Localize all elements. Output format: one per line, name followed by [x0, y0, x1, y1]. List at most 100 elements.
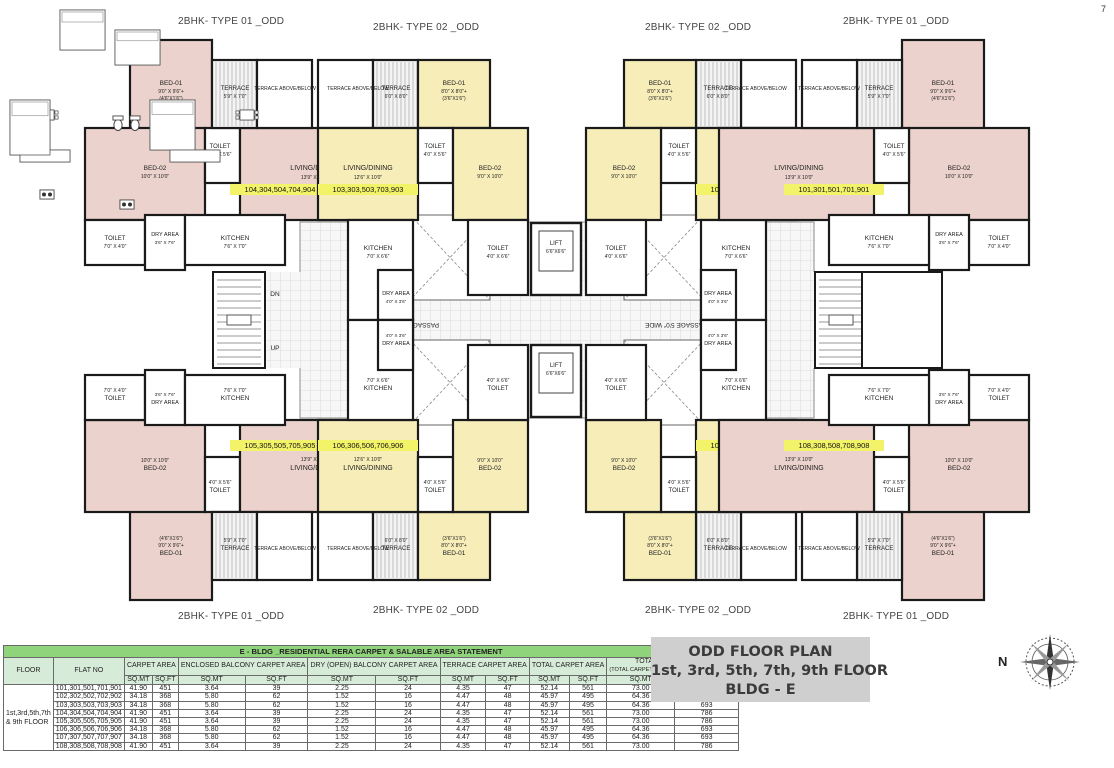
kitchen-room: [827, 373, 931, 427]
table-cell: 48: [485, 700, 530, 710]
room-label: BED-02: [613, 165, 636, 172]
table-cell: 786: [674, 741, 740, 751]
dry-area-room: [143, 368, 187, 427]
flat-number-tag: 104,304,504,704,904: [230, 184, 330, 195]
room-size-label: 4'0" X 3'6": [708, 333, 729, 338]
room-size-label: 9'0" X 10'0": [611, 174, 637, 180]
unit-header: SQ.FT: [151, 674, 179, 686]
chair-icon: [54, 115, 59, 120]
chair-icon: [235, 110, 240, 115]
room-size-label: 13'9" X 10'0": [785, 175, 813, 181]
chair-icon: [254, 110, 259, 115]
room-label: KITCHEN: [722, 385, 751, 392]
terrace-above-below: [800, 58, 859, 130]
room-label: DRY AREA: [151, 400, 179, 406]
toilet-icon: [130, 119, 140, 131]
stove-icon: [39, 189, 55, 200]
table-cell: 62: [244, 725, 309, 735]
table-cell: 103,303,503,703,903: [52, 700, 125, 710]
table-cell: 47: [485, 708, 530, 719]
stair-landing: [226, 314, 252, 326]
toilet-room: [466, 218, 530, 297]
table-cell: 495: [568, 733, 608, 743]
room-size-label: 9'0" X 10'0": [477, 458, 503, 464]
room-size-label: 4'0" X 6'6": [487, 254, 510, 260]
room-label: TOILET: [606, 246, 627, 252]
stove-icon: [119, 199, 135, 210]
room-size-label: (4'6"X1'6"): [159, 536, 183, 542]
room-label: TOILET: [105, 396, 126, 402]
table-cell: 62: [244, 692, 309, 702]
stair-landing: [828, 314, 854, 326]
toilet-room: [967, 218, 1031, 267]
unit-type-label-bottom-3: 2BHK- TYPE 02 _ODD: [645, 605, 752, 616]
table-cell: 108,308,508,708,908: [52, 741, 125, 751]
table-cell: 561: [568, 741, 608, 751]
flat-number-tag: 101,301,501,701,901: [784, 184, 884, 195]
table-cell: 105,305,505,705,905: [52, 717, 125, 727]
room-size-label: 8'0" X 8'0"+: [441, 543, 467, 549]
room-size-label: (3'6"X1'6"): [442, 96, 466, 102]
room-size-label: 4'0" X 6'6": [605, 254, 628, 260]
room-size-label: 7'6" X 7'0": [868, 388, 891, 394]
terrace-above-below: [739, 58, 798, 130]
room-label: KITCHEN: [364, 245, 393, 252]
terrace-room: [694, 58, 743, 130]
room-size-label: 3'6" X 7'6": [155, 392, 176, 397]
bedroom-02: [451, 418, 530, 514]
unit-header: SQ.MT: [528, 674, 570, 686]
living-dining-room: [717, 418, 876, 514]
table-cell: 16: [375, 725, 441, 735]
unit-t1: BED-019'0" X 9'6"+(4'6"X1'6")BED-0210'0"…: [717, 368, 1031, 602]
flat-number-highlight: [230, 184, 330, 195]
table-cell: 41.90: [123, 684, 153, 694]
bedroom-01: [900, 38, 986, 132]
table-cell: 451: [151, 741, 179, 751]
flat-number-label: 101,301,501,701,901: [799, 185, 870, 194]
bedroom-02: [451, 126, 530, 222]
table-cell: 62: [244, 733, 309, 743]
flat-number-label: 103,303,503,703,903: [333, 185, 404, 194]
passage-label: PASSAGE 5'0" WIDE: [644, 321, 707, 328]
room-label: DRY AREA: [935, 400, 963, 406]
room-size-label: 3'6" X 7'6": [939, 240, 960, 245]
table-cell: 64.36: [606, 725, 676, 735]
header-total-carpet: TOTAL CARPET AREA: [528, 657, 608, 676]
room-size-label: 5'9" X 7'0": [868, 94, 891, 100]
table-cell: 2.25: [307, 741, 377, 751]
room-size-label: (3'6"X1'6"): [648, 536, 672, 542]
cistern-icon: [129, 115, 141, 121]
table-cell: 368: [151, 692, 179, 702]
table-cell: 64.36: [606, 733, 676, 743]
cistern-icon: [112, 115, 124, 121]
terrace-above-below: [800, 510, 859, 582]
lift-label: LIFT: [550, 241, 563, 247]
room-size-label: 7'0" X 4'0": [104, 244, 127, 250]
room-label: TERRACE: [704, 546, 733, 552]
table-cell: 368: [151, 733, 179, 743]
terrace-room: [855, 58, 904, 130]
room-label: TERRACE: [704, 86, 733, 92]
table-cell: 24: [375, 741, 441, 751]
table-cell: 451: [151, 708, 179, 719]
burner-icon: [48, 192, 52, 197]
room-label: TERRACE ABOVE/BELOW: [254, 546, 316, 552]
room-size-label: 13'9" X 10'0": [785, 457, 813, 463]
table-cell: 64.36: [606, 700, 676, 710]
table-cell: 3.64: [177, 741, 246, 751]
living-dining-room: [717, 126, 876, 222]
room-label: TOILET: [105, 236, 126, 242]
lift-car: [538, 352, 574, 394]
lift-car: [538, 230, 574, 272]
burner-icon: [128, 202, 132, 207]
unit-header: SQ.FT: [568, 674, 608, 686]
burner-icon: [122, 202, 126, 207]
table-cell: 786: [674, 708, 740, 719]
title-line-1: ODD FLOOR PLAN: [688, 644, 833, 660]
table-cell: 1.52: [307, 700, 377, 710]
